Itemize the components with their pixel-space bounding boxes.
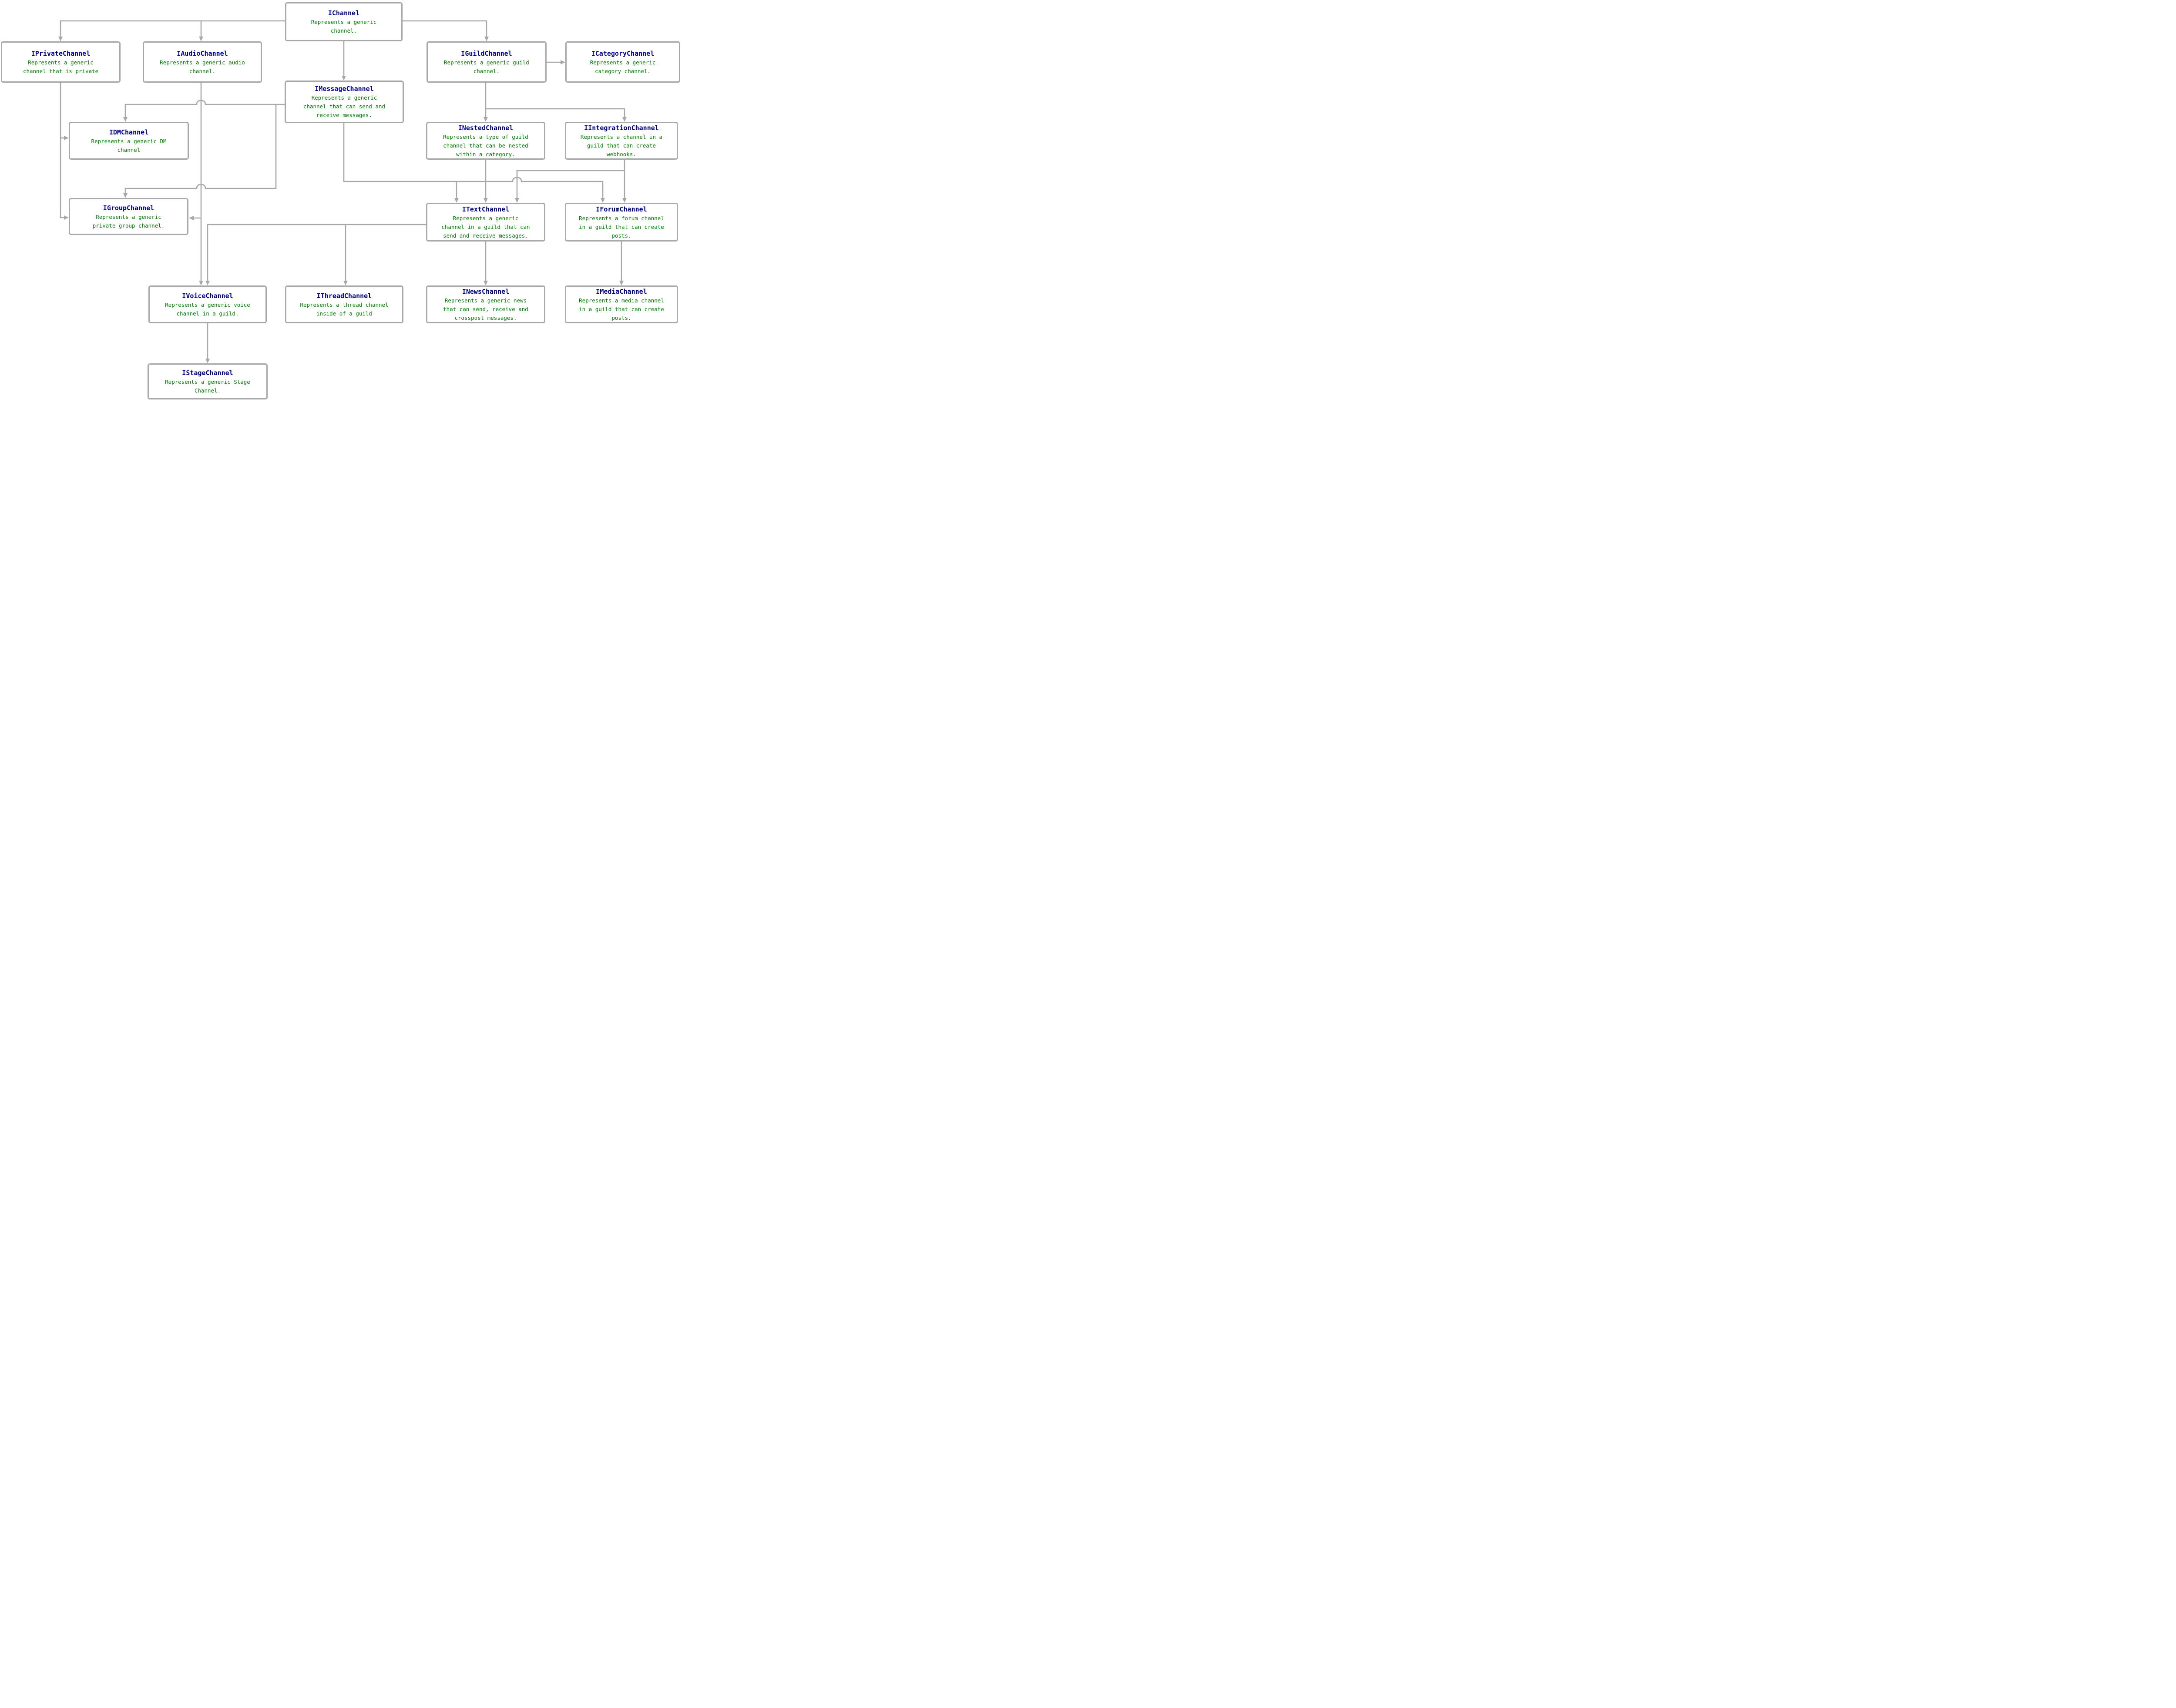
arrowhead — [484, 281, 488, 285]
node-description: Represents a generic channel that can se… — [303, 94, 386, 118]
node-description: Represents a generic news that can send,… — [443, 297, 528, 321]
arrowhead — [342, 76, 346, 81]
node-ithreadchannel: IThreadChannel Represents a thread chann… — [285, 285, 403, 323]
arrowhead — [622, 198, 627, 203]
node-imediachannel: IMediaChannel Represents a media channel… — [565, 285, 678, 323]
edge-ichannel-iprivatechannel — [60, 20, 285, 37]
node-inewschannel: INewsChannel Represents a generic news t… — [426, 285, 545, 323]
node-title: IGroupChannel — [103, 204, 154, 212]
node-imessagechannel: IMessageChannel Represents a generic cha… — [285, 81, 404, 123]
arrowhead — [123, 117, 128, 122]
arrowhead — [199, 281, 203, 285]
arrowhead — [123, 193, 128, 198]
node-title: INewsChannel — [462, 287, 510, 295]
node-description: Represents a forum channel in a guild th… — [579, 215, 664, 239]
arrowhead — [58, 37, 63, 41]
arrowhead — [484, 198, 488, 203]
arrowhead — [515, 198, 519, 203]
node-ichannel: IChannel Represents a generic channel. — [285, 2, 403, 41]
arrowhead — [199, 37, 203, 41]
node-title: IStageChannel — [182, 369, 233, 377]
node-description: Represents a generic channel in a guild … — [441, 215, 530, 239]
node-iprivatechannel: IPrivateChannel Represents a generic cha… — [1, 41, 121, 83]
node-title: IVoiceChannel — [182, 292, 233, 300]
node-itextchannel: ITextChannel Represents a generic channe… — [426, 203, 545, 242]
node-ivoicechannel: IVoiceChannel Represents a generic voice… — [148, 285, 267, 323]
node-description: Represents a type of guild channel that … — [443, 133, 528, 158]
node-description: Represents a generic guild channel. — [444, 59, 529, 74]
node-title: IMediaChannel — [596, 287, 647, 295]
node-title: ICategoryChannel — [591, 49, 655, 57]
node-title: IAudioChannel — [177, 49, 228, 57]
arrowhead — [561, 60, 565, 64]
node-description: Represents a generic category channel. — [590, 59, 656, 74]
node-title: IGuildChannel — [461, 49, 512, 57]
node-iforumchannel: IForumChannel Represents a forum channel… — [565, 203, 678, 242]
node-iintegrationchannel: IIntegrationChannel Represents a channel… — [565, 122, 678, 160]
node-title: IChannel — [328, 9, 360, 17]
node-title: IDMChannel — [109, 128, 149, 136]
node-description: Represents a thread channel inside of a … — [300, 301, 389, 317]
node-iaudiochannel: IAudioChannel Represents a generic audio… — [143, 41, 262, 83]
node-description: Represents a generic audio channel. — [160, 59, 245, 74]
node-description: Represents a media channel in a guild th… — [579, 297, 664, 321]
arrowhead — [343, 281, 348, 285]
arrowhead — [454, 198, 459, 203]
edge-ichannel-iguildchannel — [403, 20, 487, 37]
arrowhead — [64, 136, 69, 140]
node-description: Represents a generic channel. — [311, 19, 377, 34]
node-istagechannel: IStageChannel Represents a generic Stage… — [148, 363, 268, 399]
arrowhead — [484, 37, 489, 41]
arrowhead — [619, 281, 624, 285]
arrowhead — [601, 198, 605, 203]
node-description: Represents a channel in a guild that can… — [580, 133, 663, 158]
node-description: Represents a generic channel that is pri… — [23, 59, 99, 74]
arrowhead — [205, 281, 210, 285]
edge-iprivatechannel-igroupchannel — [60, 83, 64, 218]
arrowhead — [189, 216, 194, 220]
node-title: IForumChannel — [596, 205, 647, 213]
node-description: Represents a generic DM channel — [91, 138, 167, 153]
arrowhead — [484, 117, 488, 122]
node-iguildchannel: IGuildChannel Represents a generic guild… — [426, 41, 547, 83]
arrowhead — [64, 215, 69, 220]
edge-itextchannel-ivoicechannel — [207, 224, 426, 281]
node-icategorychannel: ICategoryChannel Represents a generic ca… — [565, 41, 680, 83]
node-title: INestedChannel — [458, 124, 514, 132]
node-igroupchannel: IGroupChannel Represents a generic priva… — [69, 198, 188, 235]
node-title: IMessageChannel — [315, 85, 374, 93]
node-title: IPrivateChannel — [31, 49, 91, 57]
node-inestedchannel: INestedChannel Represents a type of guil… — [426, 122, 545, 160]
node-description: Represents a generic private group chann… — [92, 213, 165, 229]
node-description: Represents a generic voice channel in a … — [165, 301, 250, 317]
node-title: ITextChannel — [462, 205, 510, 213]
node-description: Represents a generic Stage Channel. — [165, 378, 250, 394]
node-title: IIntegrationChannel — [584, 124, 659, 132]
node-title: IThreadChannel — [316, 292, 372, 300]
edge-imessagechannel-idmchannel — [124, 100, 285, 117]
arrowhead — [205, 359, 210, 363]
edge-iintegrationchannel-itextchannel — [516, 170, 625, 198]
interface-hierarchy-diagram: IChannel Represents a generic channel. I… — [0, 0, 682, 406]
arrowhead — [622, 117, 627, 122]
node-idmchannel: IDMChannel Represents a generic DM chann… — [69, 122, 189, 160]
edge-iguildchannel-iintegrationchannel — [486, 108, 625, 117]
